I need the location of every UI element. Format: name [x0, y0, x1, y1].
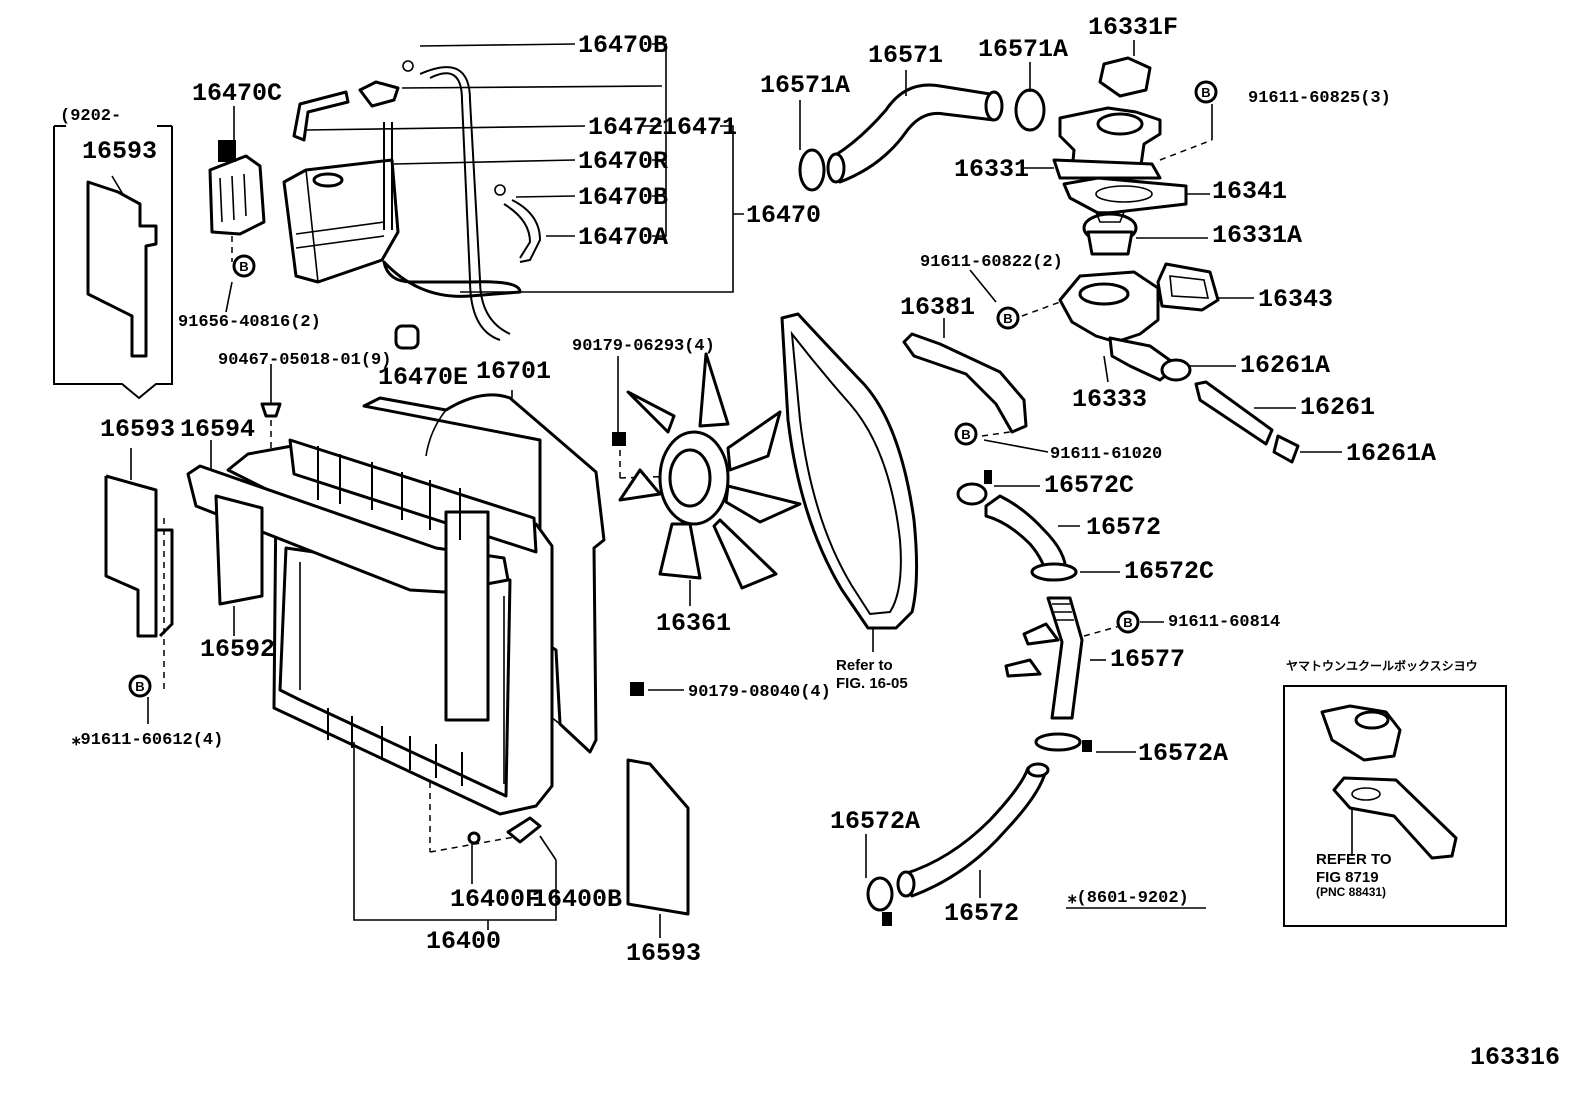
label-16592: 16592: [200, 635, 275, 664]
label-16261A-bottom: 16261A: [1346, 439, 1436, 468]
label-16361: 16361: [656, 609, 731, 638]
label-refer-to: Refer to: [836, 657, 893, 674]
label-16331A: 16331A: [1212, 221, 1302, 250]
label-16331: 16331: [954, 155, 1029, 184]
label-16593-left: 16593: [100, 415, 175, 444]
bolt-marker-letter: B: [239, 259, 248, 274]
labels: 16470B 16470C 16472 16471 16470R 16470B …: [60, 13, 1560, 1072]
label-90467-05018: 90467-05018-01(9): [218, 351, 391, 370]
label-16400F: 16400F: [450, 885, 540, 914]
bracket-16470C: [208, 106, 266, 313]
shield-16593-left: [104, 448, 174, 724]
water-outlet-16331: [1024, 40, 1213, 216]
label-16571: 16571: [868, 41, 943, 70]
label-16572C-bottom: 16572C: [1124, 557, 1214, 586]
label-inset-refer-to: REFER TO: [1316, 851, 1392, 868]
clip-90467: [260, 364, 282, 460]
label-note-8601-9202: ⁎(8601-9202): [1067, 889, 1189, 908]
label-16593-bottom: 16593: [626, 939, 701, 968]
clip-16470E: [394, 324, 420, 350]
label-figure-id: 163316: [1470, 1043, 1560, 1072]
label-16343: 16343: [1258, 285, 1333, 314]
bracket-inset-box: [53, 125, 173, 400]
pipe-16577: [1004, 596, 1164, 720]
label-16572A-right: 16572A: [1138, 739, 1228, 768]
label-16470R: 16470R: [578, 147, 668, 176]
hose-16572-upper: [956, 470, 1120, 582]
label-16572-bottom: 16572: [944, 899, 1019, 928]
reservoir-tank: [282, 60, 542, 341]
label-91611-61020: 91611-61020: [1050, 445, 1162, 464]
label-16470B-mid: 16470B: [578, 183, 668, 212]
fan-16361: [612, 352, 802, 696]
label-16572A-left: 16572A: [830, 807, 920, 836]
label-91611-60822: 91611-60822(2): [920, 253, 1063, 272]
tank-leaders: [305, 43, 744, 293]
label-16470E: 16470E: [378, 363, 468, 392]
label-16471: 16471: [662, 113, 737, 142]
label-16572-mid: 16572: [1086, 513, 1161, 542]
hose-16572-lower: [865, 732, 1136, 926]
label-16400: 16400: [426, 927, 501, 956]
radiator: [186, 438, 557, 930]
label-91656-40816: 91656-40816(2): [178, 313, 321, 332]
label-16470: 16470: [746, 201, 821, 230]
bolt-markers: [128, 80, 1218, 698]
label-16331F: 16331F: [1088, 13, 1178, 42]
label-16400B: 16400B: [532, 885, 622, 914]
label-16261: 16261: [1300, 393, 1375, 422]
label-91611-60825: 91611-60825(3): [1248, 89, 1391, 108]
label-16593-inset: 16593: [82, 137, 157, 166]
label-16261A-top: 16261A: [1240, 351, 1330, 380]
label-9202: (9202-: [60, 107, 121, 126]
label-16470B-top: 16470B: [578, 31, 668, 60]
label-inset-fig-8719: FIG 8719: [1316, 869, 1379, 886]
label-16470A: 16470A: [578, 223, 668, 252]
bolt-marker-letter: B: [135, 679, 144, 694]
label-inset-title: ヤマトウンユクールボックスシヨウ: [1286, 658, 1478, 673]
shield-16593-bottom: [626, 758, 690, 938]
bolt-marker-letter: B: [1123, 615, 1132, 630]
label-16701: 16701: [476, 357, 551, 386]
label-16594: 16594: [180, 415, 255, 444]
label-91611-60612: ⁎91611-60612(4): [71, 731, 223, 750]
label-16572C-top: 16572C: [1044, 471, 1134, 500]
label-16470C: 16470C: [192, 79, 282, 108]
cool-box-inset: [1283, 685, 1507, 927]
label-16381: 16381: [900, 293, 975, 322]
label-90179-08040: 90179-08040(4): [688, 683, 831, 702]
water-inlet-16333: [969, 262, 1254, 383]
bolt-marker-letter: B: [1201, 85, 1210, 100]
bolt-marker-letters: B B B B B B: [135, 85, 1210, 694]
thermostat-16331A: [1082, 211, 1208, 256]
bracket-16381: [902, 318, 1049, 453]
fan-belt: [780, 312, 919, 652]
label-16341: 16341: [1212, 177, 1287, 206]
label-fig-16-05: FIG. 16-05: [836, 675, 908, 692]
bolt-marker-letter: B: [1003, 311, 1012, 326]
label-inset-pnc: (PNC 88431): [1316, 885, 1386, 899]
label-16577: 16577: [1110, 645, 1185, 674]
hose-16571: [798, 62, 1046, 192]
hose-16261: [1194, 380, 1342, 464]
label-16571A-right: 16571A: [978, 35, 1068, 64]
label-90179-06293: 90179-06293(4): [572, 337, 715, 356]
bolt-marker-letter: B: [961, 427, 970, 442]
label-16472: 16472: [588, 113, 663, 142]
label-16571A-left: 16571A: [760, 71, 850, 100]
label-16333: 16333: [1072, 385, 1147, 414]
label-91611-60814: 91611-60814: [1168, 613, 1280, 632]
